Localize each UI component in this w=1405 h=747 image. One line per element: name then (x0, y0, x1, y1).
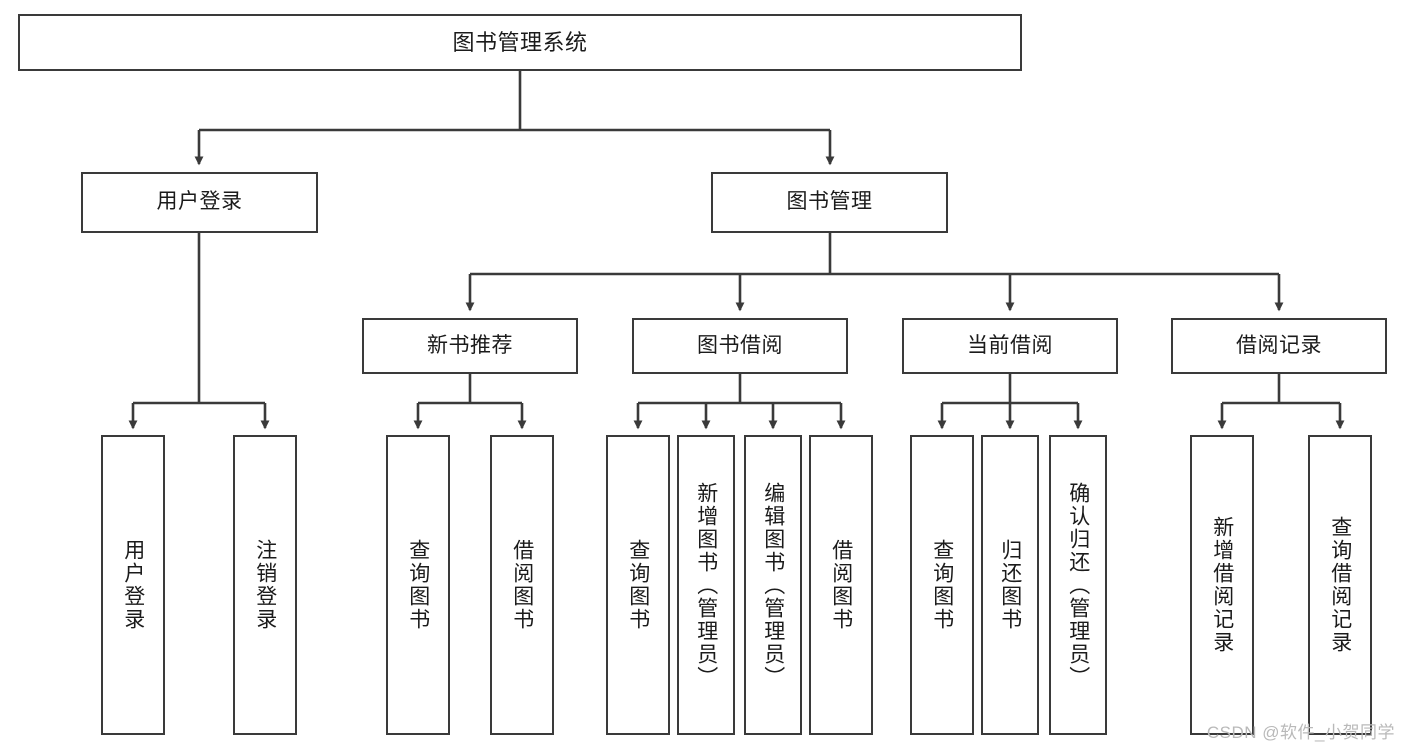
node-label: 确认归还（管理员） (1066, 481, 1090, 689)
node-label: 图书管理系统 (452, 29, 588, 55)
node-root-system[interactable]: 图书管理系统 (18, 14, 1022, 71)
node-leaf-query-book-2[interactable]: 查询图书 (606, 435, 670, 735)
node-leaf-confirm-return[interactable]: 确认归还（管理员） (1049, 435, 1107, 735)
node-leaf-query-book-1[interactable]: 查询图书 (386, 435, 450, 735)
watermark-text: CSDN @软件_小贺同学 (1206, 723, 1395, 742)
node-leaf-edit-book[interactable]: 编辑图书（管理员） (744, 435, 802, 735)
node-user-login[interactable]: 用户登录 (81, 172, 318, 233)
node-label: 借阅记录 (1236, 333, 1322, 357)
node-leaf-query-record[interactable]: 查询借阅记录 (1308, 435, 1372, 735)
node-label: 查询图书 (406, 539, 430, 631)
node-leaf-borrow-book-1[interactable]: 借阅图书 (490, 435, 554, 735)
node-label: 归还图书 (998, 539, 1022, 631)
node-label: 用户登录 (156, 190, 243, 214)
node-label: 查询图书 (930, 539, 954, 631)
node-book-manage[interactable]: 图书管理 (711, 172, 948, 233)
node-label: 当前借阅 (967, 333, 1053, 357)
node-label: 图书借阅 (697, 333, 783, 357)
node-leaf-borrow-book-2[interactable]: 借阅图书 (809, 435, 873, 735)
node-label: 借阅图书 (510, 539, 534, 631)
node-borrow-record[interactable]: 借阅记录 (1171, 318, 1387, 374)
node-new-book-recommend[interactable]: 新书推荐 (362, 318, 578, 374)
node-leaf-add-record[interactable]: 新增借阅记录 (1190, 435, 1254, 735)
node-label: 编辑图书（管理员） (761, 481, 785, 689)
node-label: 新增图书（管理员） (694, 481, 718, 689)
node-label: 用户登录 (121, 539, 145, 631)
node-label: 新增借阅记录 (1210, 516, 1234, 654)
node-leaf-add-book[interactable]: 新增图书（管理员） (677, 435, 735, 735)
node-label: 借阅图书 (829, 539, 853, 631)
node-label: 查询借阅记录 (1328, 516, 1352, 654)
node-leaf-return-book[interactable]: 归还图书 (981, 435, 1039, 735)
node-label: 图书管理 (786, 190, 873, 214)
node-current-borrow[interactable]: 当前借阅 (902, 318, 1118, 374)
node-leaf-logout[interactable]: 注销登录 (233, 435, 297, 735)
node-label: 注销登录 (253, 539, 277, 631)
node-label: 查询图书 (626, 539, 650, 631)
node-label: 新书推荐 (427, 333, 513, 357)
node-leaf-query-book-3[interactable]: 查询图书 (910, 435, 974, 735)
node-leaf-user-login[interactable]: 用户登录 (101, 435, 165, 735)
node-book-borrow[interactable]: 图书借阅 (632, 318, 848, 374)
